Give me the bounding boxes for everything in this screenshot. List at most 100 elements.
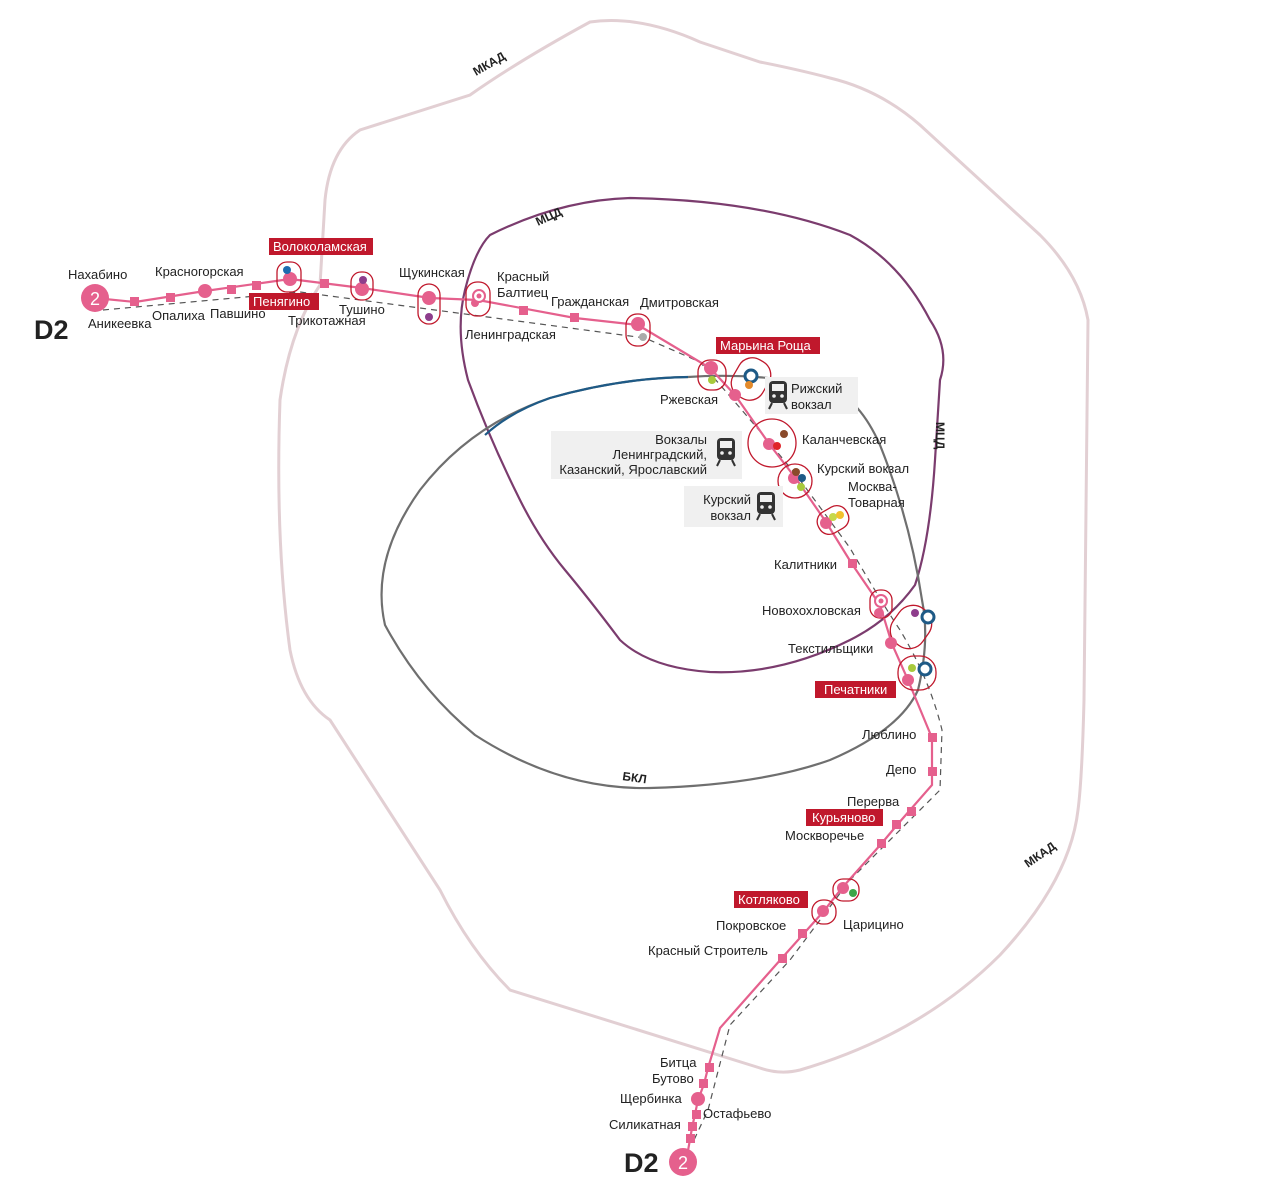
- station-krasnogorskaya[interactable]: [198, 284, 212, 298]
- dot-shchukinskaya-purple: [425, 313, 433, 321]
- rail-terminal-kursky: Курский вокзал: [684, 486, 783, 527]
- station-pavshino[interactable]: [227, 285, 236, 294]
- station-anikeevka[interactable]: [130, 297, 139, 306]
- bkl-blue-segment: [484, 375, 689, 436]
- label-penyagino: Пенягино: [253, 294, 310, 309]
- station-grazhd-sq[interactable]: [519, 306, 528, 315]
- station-bittsa[interactable]: [705, 1063, 714, 1072]
- label-kalanchevskaya: Каланчевская: [802, 432, 886, 447]
- dot-kursky-brown: [792, 468, 800, 476]
- label-silikatnaya: Силикатная: [609, 1117, 681, 1132]
- capsule-novokhokhlovskaya: [869, 589, 893, 619]
- station-moskvorechye[interactable]: [877, 839, 886, 848]
- label-kalitniki: Калитники: [774, 557, 837, 572]
- box-penyagino: [249, 293, 319, 310]
- station-tekstilshchiki[interactable]: [885, 637, 897, 649]
- vokzaly-bg: [551, 431, 742, 479]
- dot-pechatniki-green: [908, 664, 916, 672]
- label-tekstilshchiki: Текстильщики: [788, 641, 873, 656]
- capsule-moskva-tovarnaya: [816, 504, 850, 536]
- dot-kursky-blue: [798, 474, 806, 482]
- line-transfer-dots: [283, 266, 919, 897]
- box-kuryanovo: [806, 809, 883, 826]
- station-rzhevskaya[interactable]: [704, 361, 718, 375]
- station-butovo[interactable]: [699, 1079, 708, 1088]
- label-vokzaly-1: Вокзалы: [655, 432, 707, 447]
- mkad-ring: [277, 19, 1090, 1074]
- station-lyublino[interactable]: [928, 733, 937, 742]
- mcd-ring: [459, 196, 945, 674]
- capsule-kursky: [777, 463, 813, 499]
- label-rzhevskaya: Ржевская: [660, 392, 718, 407]
- capsule-pokrovskoye: [811, 899, 837, 925]
- capsule-dmitrovskaya: [625, 313, 651, 347]
- label-moskva-tovarnaya-2: Товарная: [848, 495, 905, 510]
- label-perverva: Перерва: [847, 794, 900, 809]
- station-shchukinskaya[interactable]: [422, 291, 436, 305]
- station-sq-1[interactable]: [320, 279, 329, 288]
- capsule-tushino: [350, 271, 374, 301]
- station-sq-end[interactable]: [686, 1134, 695, 1143]
- dot-tushino-purple: [359, 276, 367, 284]
- line-name-west: D2: [34, 315, 69, 345]
- station-pechatniki[interactable]: [902, 674, 914, 686]
- station-perverva[interactable]: [907, 807, 916, 816]
- capsule-kalanchevskaya: [747, 418, 797, 468]
- label-rizhsky-1: Рижский: [791, 381, 842, 396]
- capsule-pechatniki: [897, 655, 937, 691]
- station-pokrovskoye[interactable]: [817, 905, 829, 917]
- station-volokolamskaya[interactable]: [283, 272, 297, 286]
- label-lyublino: Люблино: [862, 727, 916, 742]
- terminal-badge-south: 2: [669, 1148, 697, 1176]
- label-anikeevka: Аникеевка: [88, 316, 152, 331]
- label-krasnogorskaya: Красногорская: [155, 264, 244, 279]
- dot-tekstilshchiki-purple: [911, 609, 919, 617]
- station-dmitrovskaya[interactable]: [631, 317, 645, 331]
- train-icon: [768, 381, 788, 410]
- station-marina-roshcha-sub[interactable]: [729, 389, 741, 401]
- badge-number-west: 2: [90, 289, 100, 309]
- dot-kalanchevskaya-red: [773, 442, 781, 450]
- dot-tovarnaya-lime: [829, 513, 837, 521]
- capsule-rzhevskaya: [697, 359, 727, 391]
- station-opalikha-sq[interactable]: [166, 293, 175, 302]
- station-trikotazh-sq[interactable]: [252, 281, 261, 290]
- station-krasny-stroitel-sq[interactable]: [798, 929, 807, 938]
- station-novokhokhlovskaya-sub[interactable]: [874, 608, 884, 618]
- station-kuryanovo-sq[interactable]: [892, 820, 901, 829]
- station-grazhdanskaya[interactable]: [570, 313, 579, 322]
- station-circles: [198, 272, 914, 1106]
- label-butovo: Бутово: [652, 1071, 694, 1086]
- capsule-krasny-baltiets: [465, 281, 491, 317]
- label-vokzaly-3: Казанский, Ярославский: [559, 462, 707, 477]
- station-krasny-stroitel[interactable]: [778, 954, 787, 963]
- station-moskva-tovarnaya[interactable]: [820, 517, 832, 529]
- label-shcherbinka: Щербинка: [620, 1091, 683, 1106]
- station-silikatnaya[interactable]: [688, 1122, 697, 1131]
- station-tsaritsyno[interactable]: [837, 882, 849, 894]
- transfer-marina-roshcha[interactable]: [743, 368, 759, 384]
- box-pechatniki: [815, 681, 896, 698]
- label-marina-roshcha: Марьина Роща: [720, 338, 812, 353]
- station-ostafyevo[interactable]: [692, 1110, 701, 1119]
- station-kalanchevskaya[interactable]: [763, 438, 775, 450]
- blue-ring-markers: [743, 368, 936, 677]
- rail-terminal-rizhsky: Рижский вокзал: [765, 377, 858, 414]
- label-bittsa: Битца: [660, 1055, 697, 1070]
- transfer-tekstilshchiki[interactable]: [920, 609, 936, 625]
- label-novokhokhlovskaya: Новохохловская: [762, 603, 861, 618]
- station-tushino[interactable]: [355, 282, 369, 296]
- mcd-transfer-dot-2: [878, 598, 884, 604]
- station-kalitniki[interactable]: [848, 559, 857, 568]
- label-nakhabino: Нахабино: [68, 267, 127, 282]
- train-icon: [716, 438, 736, 467]
- d2-main-line: [94, 277, 934, 1163]
- station-shcherbinka[interactable]: [691, 1092, 705, 1106]
- station-depo[interactable]: [928, 767, 937, 776]
- train-icon: [756, 492, 776, 521]
- label-krasny-baltiets-1: Красный: [497, 269, 549, 284]
- dot-dmitrovskaya-grey: [639, 333, 647, 341]
- dot-kalanchevskaya-brown: [780, 430, 788, 438]
- transfer-pechatniki[interactable]: [917, 661, 933, 677]
